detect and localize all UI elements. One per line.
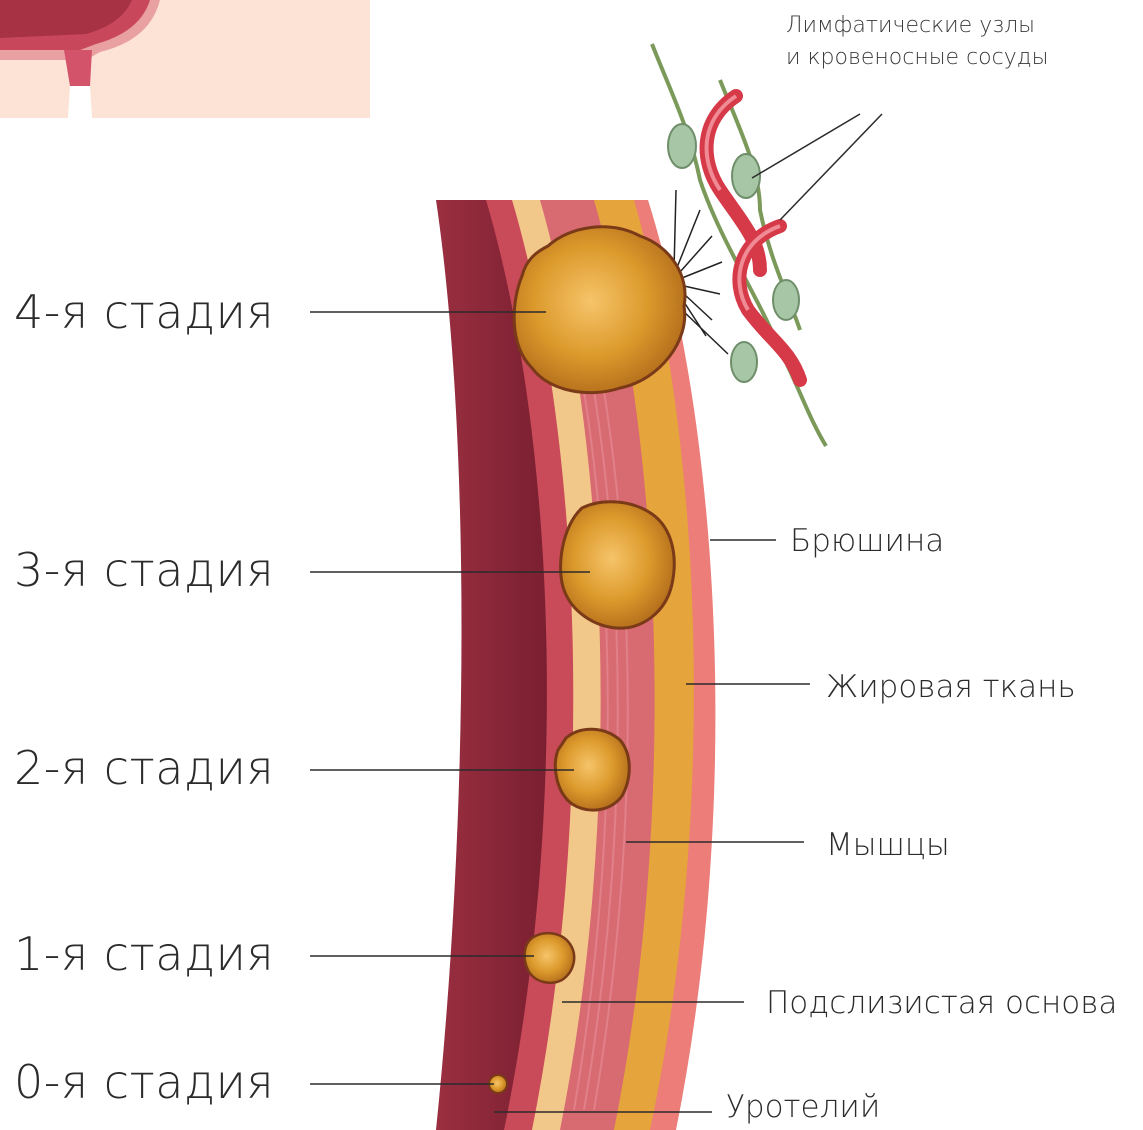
stage-1-label: 1-я стадия: [14, 926, 274, 982]
fat-tissue-label: Жировая ткань: [826, 668, 1076, 706]
urethra-gap: [68, 86, 92, 118]
tumor-stage-1: [525, 933, 575, 983]
stage-2-label: 2-я стадия: [14, 740, 274, 796]
lymph-node-1: [668, 124, 696, 168]
lymph-node-3: [773, 280, 799, 320]
lymph-vessels-label: Лимфатические узлы и кровеносные сосуды: [786, 10, 1049, 74]
muscle-label: Мышцы: [826, 826, 950, 864]
stage-3-label: 3-я стадия: [14, 542, 274, 598]
lymph-vessels-label-line1: Лимфатические узлы: [786, 10, 1049, 42]
stage-4-label: 4-я стадия: [14, 284, 274, 340]
urothelium-label: Уротелий: [726, 1088, 880, 1126]
stage-0-label: 0-я стадия: [14, 1054, 274, 1110]
tumor-stage-3: [561, 502, 675, 628]
submucosa-label: Подслизистая основа: [766, 984, 1117, 1022]
nodes-pointer-lines: [752, 114, 882, 220]
tumor-stage-4: [514, 227, 685, 393]
lymph-vessels-label-line2: и кровеносные сосуды: [786, 42, 1049, 74]
peritoneum-label: Брюшина: [790, 522, 944, 560]
lymph-node-4: [731, 342, 757, 382]
bladder-illustration: [0, 0, 370, 118]
